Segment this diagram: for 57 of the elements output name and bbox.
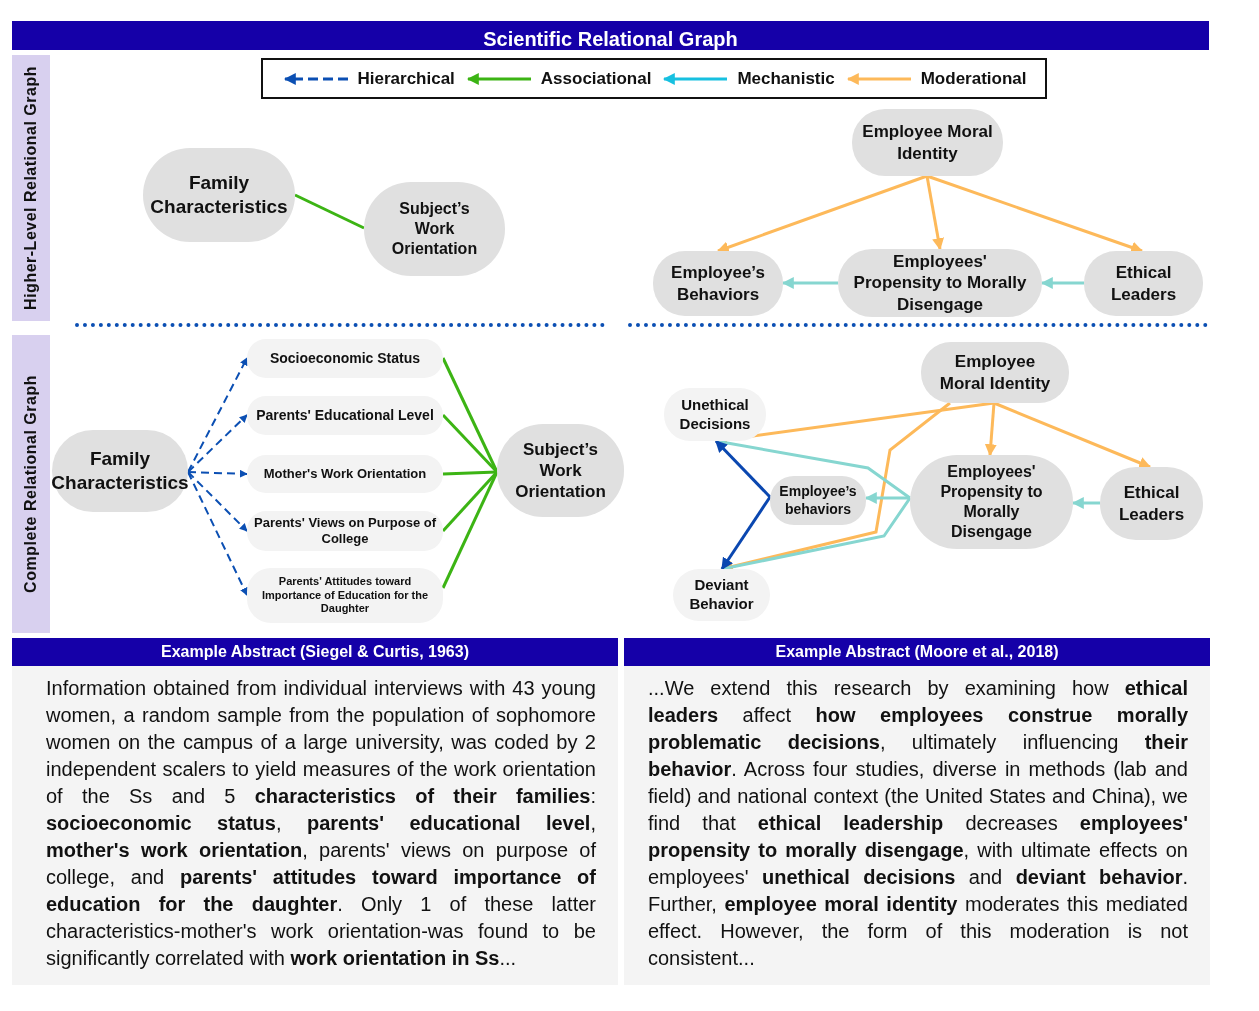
band-label: Complete Relational Graph xyxy=(22,375,40,593)
rounded-node xyxy=(247,455,443,493)
node-label: Parents' Views on Purpose of College xyxy=(253,514,437,548)
arrow xyxy=(187,471,248,596)
node-label: Family Characteristics xyxy=(150,171,288,219)
node-label: Employees' Propensity to Morally Disengage xyxy=(852,251,1028,315)
rounded-node xyxy=(247,396,443,435)
rounded-node xyxy=(770,476,866,525)
legend-label: Associational xyxy=(540,68,652,89)
node-label: Socioeconomic Status xyxy=(269,349,421,368)
arrow xyxy=(187,469,248,478)
rounded-node xyxy=(52,430,188,512)
rounded-node xyxy=(247,568,443,623)
node-label: Subject’s Work Orientation xyxy=(390,199,479,259)
arrow xyxy=(1071,497,1100,509)
arrow xyxy=(926,174,1144,254)
node-label: Parents' Educational Level xyxy=(256,406,434,425)
node-label: Ethical Leaders xyxy=(1117,482,1186,525)
node-label: Employee’s behaviors xyxy=(778,483,858,518)
rounded-node xyxy=(247,511,443,551)
node-label: Employee Moral Identity xyxy=(862,121,993,164)
legend-label: Moderational xyxy=(920,68,1027,89)
arrow xyxy=(781,277,838,289)
node-label: Subject’s Work Orientation xyxy=(514,438,607,503)
arrow xyxy=(714,439,772,499)
abstract-text: ...We extend this research by examining how ethical leaders affect how employees construe morally problematic decisions, ultimately influencing their behavior. Across four studies, diverse in methods (lab and field) and national context (the United States and China), we find that ethical leadership decreases employees' propensity to morally disengage, with ultimate effects on employees' unethical decisions and deviant behavior. Further, employee moral identity moderates this mediated effect. However, the form of this moderation is not consistent... xyxy=(647,676,1190,971)
arrow xyxy=(187,414,248,473)
arrow xyxy=(984,402,997,457)
arrow xyxy=(720,496,772,570)
arrow xyxy=(716,174,928,253)
legend-label: Hierarchical xyxy=(357,68,455,89)
abstract-text: Information obtained from individual interviews with 43 young women, a random sample from the population of sophomore women on the campus of a large university, was coded by 2 independent scalers to yield measures of the work orientation of the Ss and 5 characteristics of their families: socioeconomic status, parents' educational level, mother's work orientation, parents' views on purpose of college, and parents' attitudes toward importance of education for the daughter. Only 1 of these latter characteristics-mother's work orientation-was found to be significantly correlated with work orientation in Ss... xyxy=(45,676,597,971)
rounded-node xyxy=(247,339,443,378)
legend-label: Mechanistic xyxy=(737,68,835,89)
arrow xyxy=(187,471,248,532)
rounded-node xyxy=(664,388,766,441)
node-label: Family Characteristics xyxy=(51,447,189,495)
band-label: Higher-Level Relational Graph xyxy=(22,66,40,310)
node-label: Unethical Decisions xyxy=(678,395,752,434)
panel-heading: Example Abstract (Moore et al., 2018) xyxy=(624,638,1210,666)
node-label: Employee’s Behaviors xyxy=(670,262,766,305)
node-label: Mother's Work Orientation xyxy=(263,465,427,483)
arrow xyxy=(1040,277,1084,289)
arrow xyxy=(187,357,248,473)
node-label: Employee Moral Identity xyxy=(938,351,1052,394)
node-label: Employees' Propensity to Morally Disengage xyxy=(939,462,1044,542)
rounded-node xyxy=(673,569,770,621)
arrow xyxy=(864,492,910,504)
panel-heading: Example Abstract (Siegel & Curtis, 1963) xyxy=(12,638,618,666)
node-label: Ethical Leaders xyxy=(1109,262,1178,305)
node-label: Parents' Attitudes toward Importance of Education for the Daughter xyxy=(260,574,430,617)
title-bar: Scientific Relational Graph xyxy=(12,21,1209,50)
abstract-panel xyxy=(12,638,618,985)
arrow xyxy=(993,401,1152,469)
abstract-panel xyxy=(624,638,1210,985)
arrow xyxy=(925,175,944,251)
node-label: Deviant Behavior xyxy=(688,576,755,614)
